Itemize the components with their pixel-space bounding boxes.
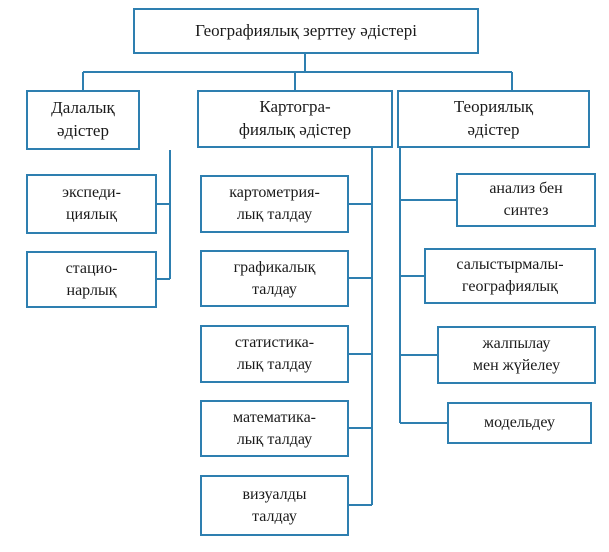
leaf-node: жалпылау мен жүйелеу bbox=[437, 326, 596, 384]
leaf-node: визуалды талдау bbox=[200, 475, 349, 536]
branch-node-field: Далалық әдістер bbox=[26, 90, 140, 150]
branch-node-cartographic: Картогра- фиялық әдістер bbox=[197, 90, 393, 148]
leaf-node: картометрия- лық талдау bbox=[200, 175, 349, 233]
root-node: Географиялық зерттеу әдістері bbox=[133, 8, 479, 54]
leaf-node: экспеди- циялық bbox=[26, 174, 157, 234]
leaf-node: математика- лық талдау bbox=[200, 400, 349, 457]
branch-node-theoretical: Теориялық әдістер bbox=[397, 90, 590, 148]
leaf-node: анализ бен синтез bbox=[456, 173, 596, 227]
leaf-node: графикалық талдау bbox=[200, 250, 349, 307]
leaf-node: статистика- лық талдау bbox=[200, 325, 349, 383]
leaf-node: модельдеу bbox=[447, 402, 592, 444]
leaf-node: салыстырмалы- географиялық bbox=[424, 248, 596, 304]
leaf-node: стацио- нарлық bbox=[26, 251, 157, 308]
